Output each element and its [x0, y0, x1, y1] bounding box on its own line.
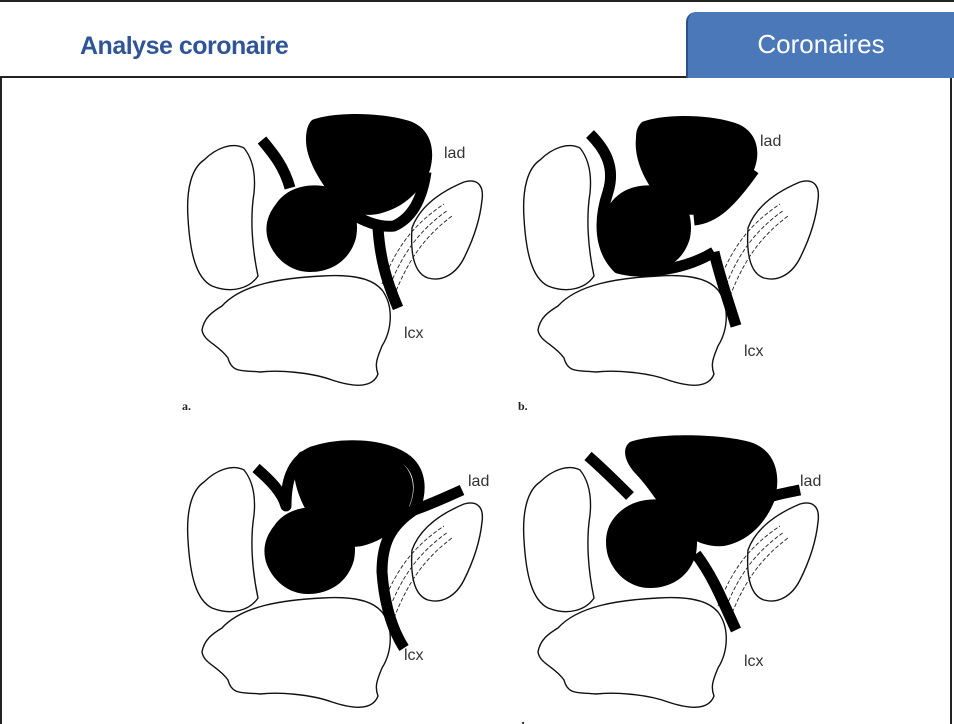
label-lad: lad [760, 133, 781, 150]
label-lcx: lcx [744, 653, 764, 670]
vessel-main [262, 140, 290, 188]
label-lad: lad [800, 473, 821, 490]
panel-sublabel: a. [182, 399, 191, 413]
label-lcx: lcx [744, 343, 764, 360]
panel-b: lad lcx b. [518, 116, 818, 413]
aorta [266, 185, 357, 272]
vessel-main [588, 456, 630, 496]
label-lcx: lcx [404, 647, 424, 664]
aorta [264, 507, 355, 594]
panel-sublabel: b. [518, 399, 528, 413]
aorta [606, 499, 697, 588]
label-lad: lad [468, 473, 489, 490]
label-lad: lad [444, 145, 465, 162]
panel-d: lad lcx d. [518, 435, 821, 724]
panel-a: lad lcx a. [182, 114, 482, 413]
panel-c: lad lcx c. [182, 446, 489, 724]
vessel-lad [766, 490, 800, 498]
label-lcx: lcx [404, 325, 424, 342]
panel-sublabel: c. [182, 719, 190, 724]
panel-sublabel: d. [518, 719, 528, 724]
